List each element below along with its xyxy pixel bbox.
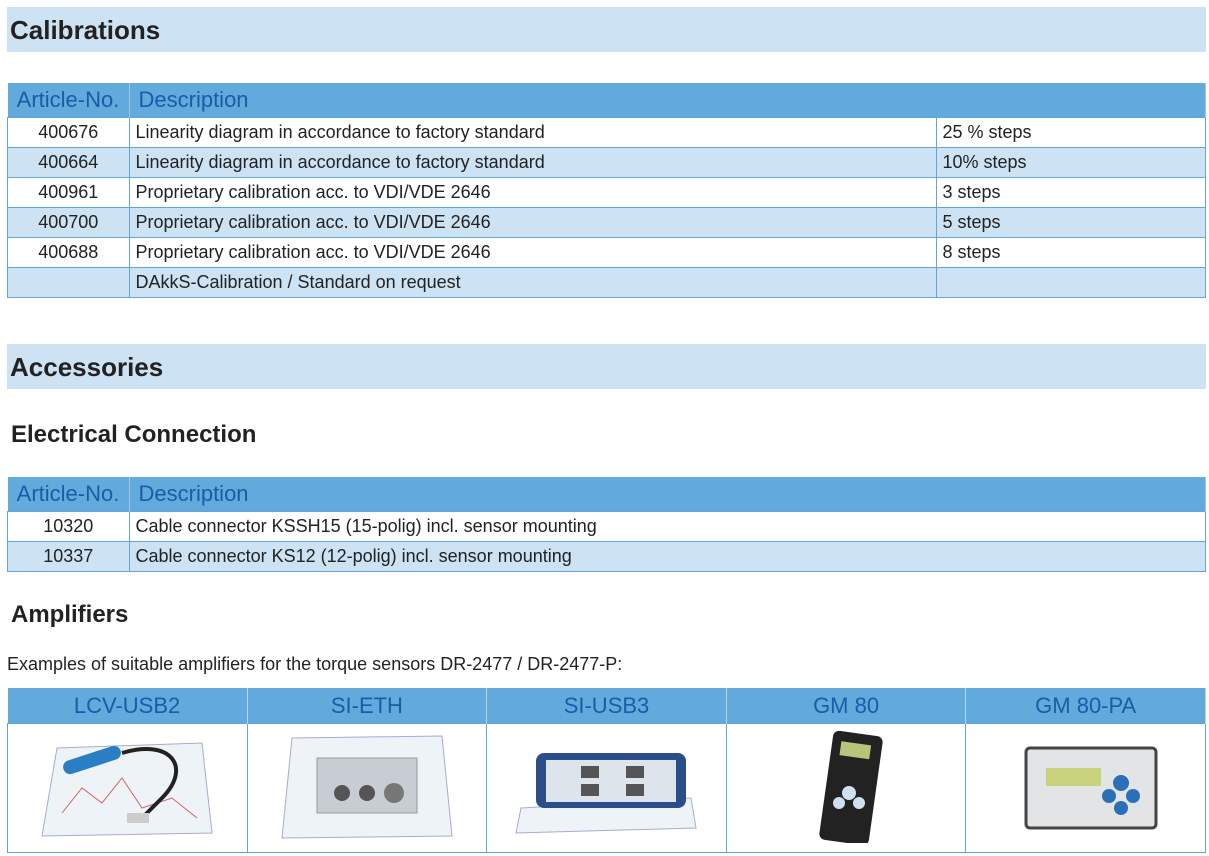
steps: 5 steps bbox=[935, 207, 1206, 238]
article-no: 10320 bbox=[7, 511, 130, 542]
amp-si-eth-label: SI-ETH bbox=[247, 688, 488, 724]
description: Linearity diagram in accordance to facto… bbox=[128, 117, 937, 148]
col-description: Description bbox=[129, 83, 1206, 118]
amp-lcv-usb2-image bbox=[7, 723, 248, 853]
steps: 8 steps bbox=[935, 237, 1206, 268]
amplifiers-intro: Examples of suitable amplifiers for the … bbox=[7, 654, 623, 674]
article-no: 400700 bbox=[7, 207, 130, 238]
calibrations-heading: Calibrations bbox=[7, 7, 1206, 52]
article-no: 400961 bbox=[7, 177, 130, 208]
amp-gm80pa-label: GM 80-PA bbox=[965, 688, 1206, 724]
col-article-no: Article-No. bbox=[7, 477, 130, 512]
description: Proprietary calibration acc. to VDI/VDE … bbox=[128, 177, 937, 208]
article-no: 400688 bbox=[7, 237, 130, 268]
article-no: 400676 bbox=[7, 117, 130, 148]
amp-gm80-label: GM 80 bbox=[726, 688, 967, 724]
description: DAkkS-Calibration / Standard on request bbox=[128, 267, 937, 298]
amp-lcv-usb2-label: LCV-USB2 bbox=[7, 688, 248, 724]
amplifiers-heading: Amplifiers bbox=[11, 601, 129, 628]
amp-gm80-image bbox=[725, 723, 967, 853]
article-no: 10337 bbox=[7, 541, 130, 572]
description: Linearity diagram in accordance to facto… bbox=[128, 147, 937, 178]
col-article-no: Article-No. bbox=[7, 83, 130, 118]
amp-si-usb3-image bbox=[486, 723, 727, 853]
electrical-connection-heading: Electrical Connection bbox=[11, 421, 257, 448]
amp-gm80pa-image bbox=[965, 723, 1206, 853]
steps: 10% steps bbox=[935, 147, 1206, 178]
col-description: Description bbox=[129, 477, 1206, 512]
amplifiers-table: LCV-USB2 SI-ETH SI-USB3 GM 80 GM 80-PA bbox=[7, 688, 1206, 853]
steps: 25 % steps bbox=[935, 117, 1206, 148]
description: Cable connector KS12 (12-polig) incl. se… bbox=[128, 541, 1206, 572]
description: Proprietary calibration acc. to VDI/VDE … bbox=[128, 207, 937, 238]
article-no bbox=[7, 267, 130, 298]
amp-si-eth-image bbox=[246, 723, 488, 853]
steps: 3 steps bbox=[935, 177, 1206, 208]
amp-si-usb3-label: SI-USB3 bbox=[486, 688, 727, 724]
article-no: 400664 bbox=[7, 147, 130, 178]
description: Cable connector KSSH15 (15-polig) incl. … bbox=[128, 511, 1206, 542]
steps bbox=[935, 267, 1206, 298]
accessories-heading: Accessories bbox=[7, 344, 1206, 389]
table-row: DAkkS-Calibration / Standard on request bbox=[7, 267, 1206, 298]
description: Proprietary calibration acc. to VDI/VDE … bbox=[128, 237, 937, 268]
